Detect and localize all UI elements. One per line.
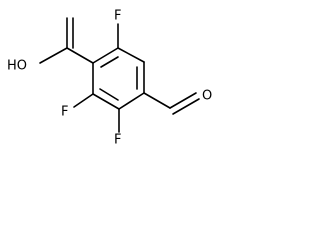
hydroxyl-label: HO — [7, 59, 27, 74]
inner-double-bond — [100, 56, 119, 68]
aldehyde-double-bond — [169, 92, 197, 109]
aldehyde-group: O — [143, 89, 212, 115]
aldehyde-bond — [143, 92, 171, 109]
fluorine-label-top: F — [114, 9, 121, 24]
ring-bond — [117, 47, 145, 63]
chemical-structure: HO F F F O — [7, 9, 212, 148]
carboxylic-acid-group: HO — [7, 17, 94, 74]
aldehyde-oxygen-label: O — [202, 89, 212, 104]
ring-bond — [118, 92, 145, 110]
fluorine-substituents: F F F — [61, 9, 121, 148]
benzene-ring — [92, 47, 145, 110]
fluorine-label-left: F — [61, 105, 68, 120]
aldehyde-double-bond — [172, 98, 200, 115]
ring-bond — [92, 93, 120, 110]
inner-double-bond — [99, 88, 119, 101]
carboxyl-bond — [66, 47, 94, 64]
fluorine-bond-left — [73, 93, 94, 108]
hydroxyl-bond — [39, 47, 68, 64]
fluorine-label-bottom: F — [114, 133, 121, 148]
ring-bond — [92, 47, 119, 64]
